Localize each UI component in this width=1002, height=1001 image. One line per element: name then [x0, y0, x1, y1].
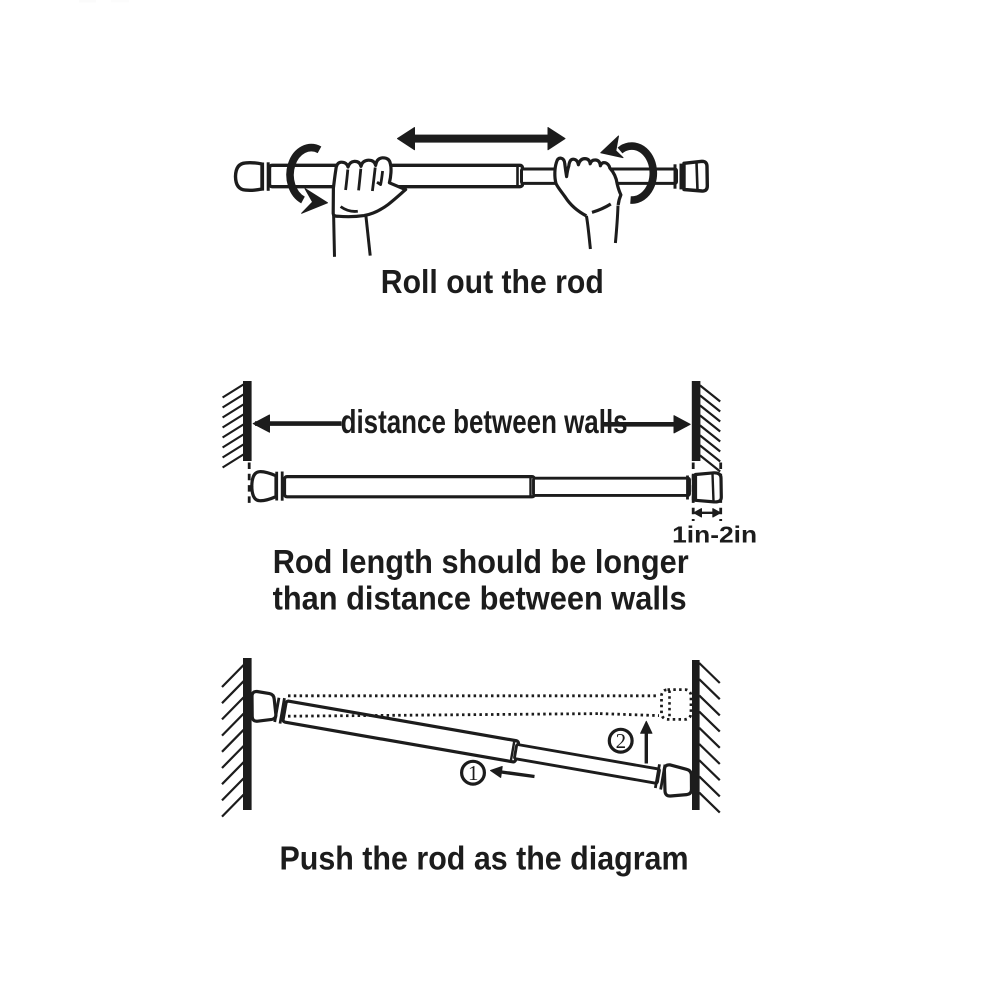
svg-text:Roll out the rod: Roll out the rod: [381, 263, 604, 300]
svg-text:1: 1: [468, 761, 479, 785]
svg-text:distance between walls: distance between walls: [341, 403, 628, 440]
svg-text:Push the rod as the diagram: Push the rod as the diagram: [280, 840, 689, 877]
svg-text:than distance between walls: than distance between walls: [273, 579, 687, 616]
svg-text:2: 2: [616, 729, 627, 753]
svg-text:Rod length should be longer: Rod length should be longer: [273, 543, 689, 580]
svg-text:1in-2in: 1in-2in: [672, 522, 757, 548]
